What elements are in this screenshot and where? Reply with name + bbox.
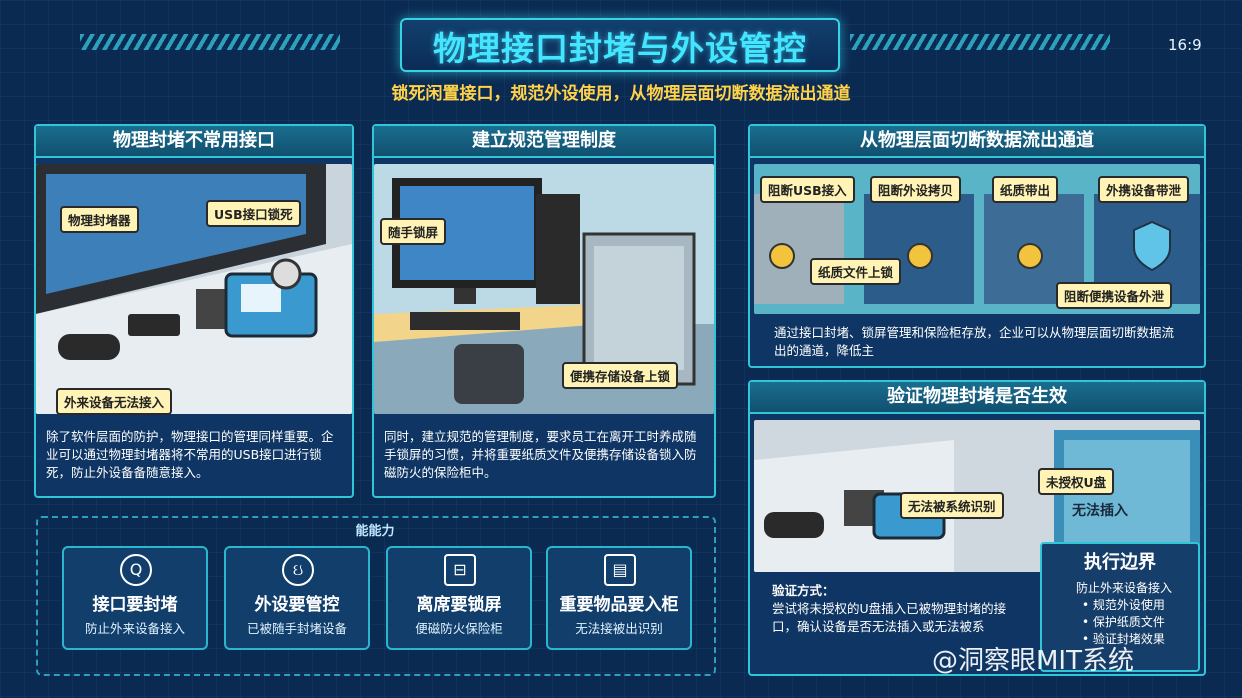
tag-block-usb: 阻断USB接入 [760, 176, 855, 203]
panel-title: 物理封堵不常用接口 [36, 126, 352, 158]
usb-lock-drawing [36, 164, 352, 414]
usb-port-illustration [36, 164, 352, 414]
panel-description: 同时，建立规范的管理制度，要求员工在离开工时养成随手锁屏的习惯，并将重要纸质文件… [384, 429, 697, 480]
page-subtitle: 锁死闲置接口，规范外设使用，从物理层面切断数据流出通道 [391, 84, 851, 104]
panel-physical-block: 物理封堵不常用接口 物理封堵器 USB接口锁死 外来设备无法接入 除了软件层面的… [34, 124, 354, 498]
tag-paper-out: 纸质带出 [992, 176, 1059, 203]
capability-frame [36, 516, 716, 676]
tag-lock-screen: 随手锁屏 [380, 218, 447, 245]
tag-block-copy: 阻断外设拷贝 [870, 176, 962, 203]
monitor-lock-icon: ⊟ [444, 554, 476, 586]
capability-label: 能能力 [355, 524, 395, 539]
tag-external-device-blocked: 外来设备无法接入 [56, 388, 173, 415]
cabinet-icon: ▤ [604, 554, 636, 586]
method-title: 验证方式： [772, 583, 835, 598]
card-subtitle: 便磁防火保险柜 [415, 621, 503, 636]
card-subtitle: 无法接被出识别 [575, 621, 663, 636]
panel-cut-off-channel: 从物理层面切断数据流出通道 阻断USB接入 阻断外设拷贝 纸质带出 外携设备带泄… [748, 124, 1206, 368]
title-frame [400, 18, 840, 72]
tag-device-leak: 外携设备带泄 [1098, 176, 1190, 203]
card-title: 离席要锁屏 [416, 595, 502, 615]
tag-usb-locked: USB接口锁死 [206, 200, 301, 227]
panel-title: 验证物理封堵是否生效 [750, 382, 1204, 414]
boundary-title: 执行边界 [1084, 552, 1156, 573]
panel-verify: 验证物理封堵是否生效 未授权U盘 无法插入 无法被系统识别 验证方式： 尝试将未… [748, 380, 1206, 676]
card-subtitle: 防止外来设备接入 [84, 621, 185, 636]
card-title: 接口要封堵 [92, 595, 178, 615]
card-title: 重要物品要入柜 [559, 595, 679, 615]
tag-unauthorized-usb: 未授权U盘 [1038, 468, 1115, 495]
tag-paper-locked: 纸质文件上锁 [810, 258, 902, 285]
panel-description: 通过接口封堵、锁屏管理和保险柜存放，企业可以从物理层面切断数据流出的通道，降低主 [774, 325, 1175, 358]
tag-lock-storage: 便携存储设备上锁 [562, 362, 679, 389]
panel-management-rules: 建立规范管理制度 随手锁屏 便携存储设备上锁 同时，建立规范的管理制度，要求员工… [372, 124, 716, 498]
capability-card-peripherals: ઇ 外设要管控 已被随手封堵设备 [224, 546, 370, 650]
search-icon: Q [120, 554, 152, 586]
panel-title: 从物理层面切断数据流出通道 [750, 126, 1204, 158]
boundary-item: • 规范外设使用 [1082, 598, 1165, 612]
tag-not-recognized: 无法被系统识别 [900, 492, 1004, 519]
capability-card-ports: Q 接口要封堵 防止外来设备接入 [62, 546, 208, 650]
boundary-item: • 保护纸质文件 [1082, 615, 1165, 629]
tag-block-portable: 阻断便携设备外泄 [1056, 282, 1173, 309]
panel-description: 除了软件层面的防护，物理接口的管理同样重要。企业可以通过物理封堵器将不常用的US… [46, 429, 334, 480]
capability-card-lock-screen: ⊟ 离席要锁屏 便磁防火保险柜 [386, 546, 532, 650]
cannot-insert-label: 无法插入 [1072, 503, 1128, 519]
boundary-box: 执行边界 防止外来设备接入 • 规范外设使用 • 保护纸质文件 • 验证封堵效果 [1040, 542, 1200, 672]
watermark: @洞察眼MIT系统 [932, 646, 1134, 676]
shield-icon: ઇ [282, 554, 314, 586]
capability-card-cabinet: ▤ 重要物品要入柜 无法接被出识别 [546, 546, 692, 650]
tag-physical-blocker: 物理封堵器 [60, 206, 139, 233]
method-text: 尝试将未授权的U盘插入已被物理封堵的接口，确认设备是否无法插入或无法被系 [772, 601, 1007, 634]
title-decoration-left [80, 34, 340, 50]
title-decoration-right [850, 34, 1110, 50]
boundary-item: 防止外来设备接入 [1076, 581, 1173, 595]
panel-title: 建立规范管理制度 [374, 126, 714, 158]
page-title: 物理接口封堵与外设管控 [433, 29, 807, 68]
card-title: 外设要管控 [254, 595, 340, 615]
aspect-ratio-label: 16:9 [1168, 36, 1202, 54]
boundary-item: • 验证封堵效果 [1082, 632, 1165, 646]
card-subtitle: 已被随手封堵设备 [246, 621, 347, 636]
